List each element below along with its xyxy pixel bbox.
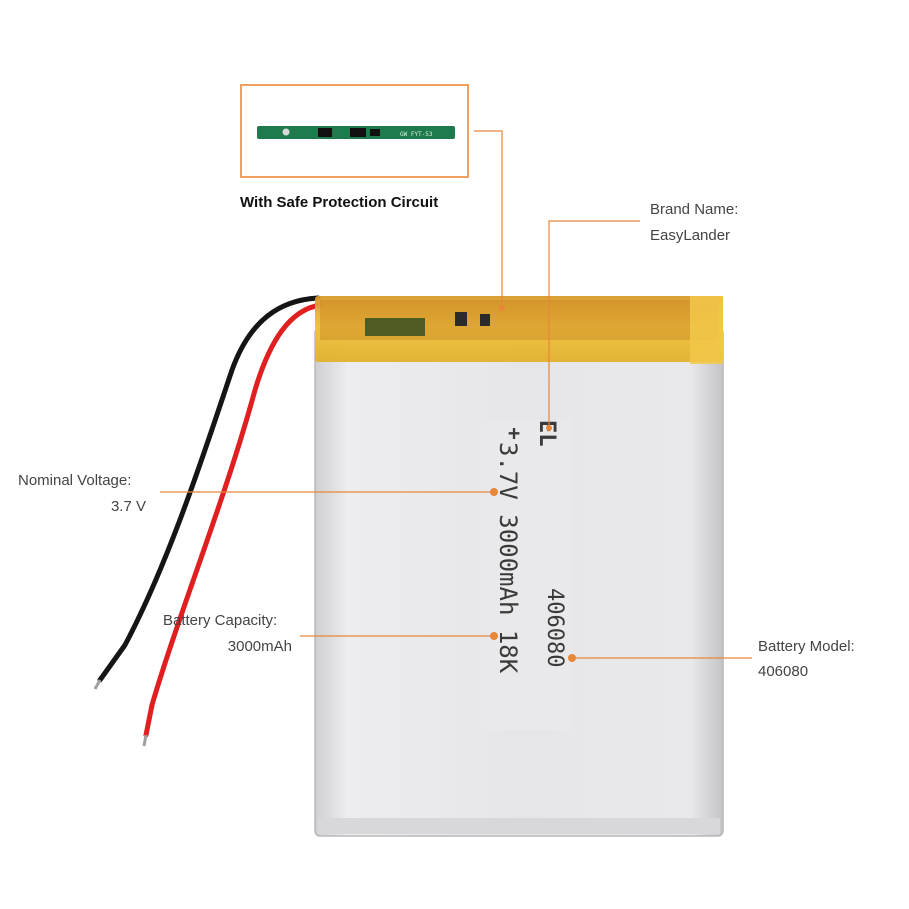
black-wire [97, 295, 321, 683]
black-wire-tip [93, 679, 102, 690]
print-line-main: 3.7V 3000mAh 18K [494, 442, 522, 674]
cell-bottom-edge [318, 818, 720, 834]
red-wire-tip [142, 734, 148, 747]
model-callout-title: Battery Model: [758, 638, 855, 655]
brand-callout-value: EasyLander [650, 227, 731, 244]
battery-print: EL 3.7V 3000mAh 18K 406080 [494, 420, 567, 674]
dot-model [568, 654, 576, 662]
capacity-callout-value: 3000mAh [227, 638, 292, 655]
pcb-component-3 [370, 129, 380, 136]
voltage-callout-title: Nominal Voltage: [18, 472, 132, 489]
tape-corner [690, 296, 723, 364]
pcb-chip-2 [480, 314, 490, 326]
voltage-callout-value: 3.7 V [110, 498, 146, 515]
dot-inset [499, 305, 505, 311]
inset-caption: With Safe Protection Circuit [240, 194, 439, 211]
kapton-tape [315, 296, 723, 362]
line-brand [548, 220, 640, 428]
label-panel [482, 420, 572, 730]
pcb-under-tape [365, 318, 425, 336]
dot-brand [546, 425, 552, 431]
print-line-model: 406080 [542, 588, 567, 667]
red-wire [143, 302, 323, 738]
battery-cell [314, 296, 724, 837]
pcb-component-1 [318, 128, 332, 137]
dot-capacity [490, 632, 498, 640]
protection-circuit-inset: GW FYT-53 [240, 84, 469, 178]
callout-lines [160, 130, 752, 662]
pcb-chip-1 [455, 312, 467, 326]
pcb-component-2 [350, 128, 366, 137]
pcb-silkscreen: GW FYT-53 [400, 131, 433, 138]
lead-wires [93, 295, 323, 747]
dot-voltage [490, 488, 498, 496]
pcb-pad-1 [282, 128, 290, 136]
brand-callout-title: Brand Name: [650, 201, 739, 218]
print-brand-mark: EL [534, 420, 559, 447]
model-callout-value: 406080 [758, 663, 809, 680]
capacity-callout-title: Battery Capacity: [163, 612, 278, 629]
print-plus-sign: + [508, 421, 520, 445]
line-inset [474, 130, 503, 308]
